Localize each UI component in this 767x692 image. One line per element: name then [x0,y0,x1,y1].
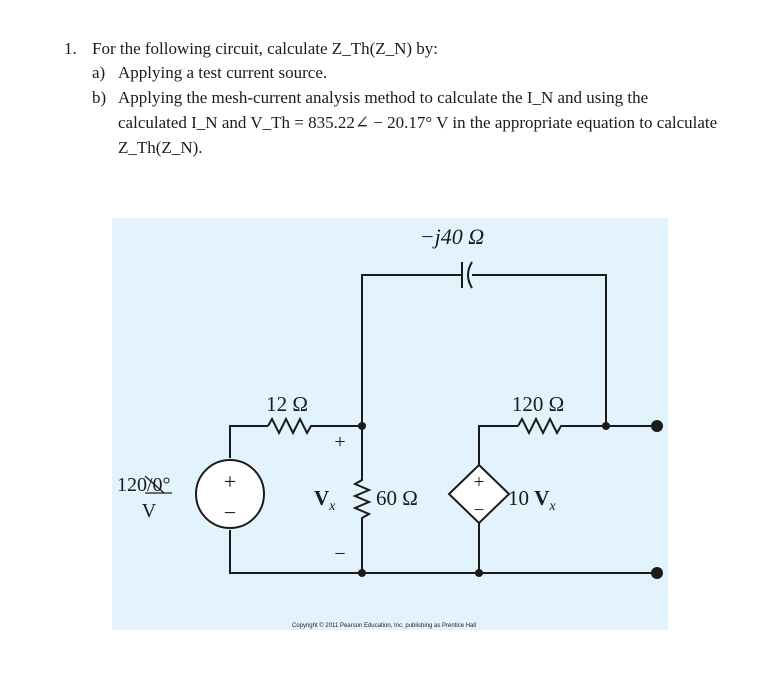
part-b-line-1: Applying the mesh-current analysis metho… [118,88,649,107]
vx-minus-sign: − [334,543,345,565]
source-minus-sign: − [224,500,236,525]
problem-number: 1. [64,39,77,58]
vx-label: Vx [314,486,336,514]
node-bottom-middle [358,569,366,577]
wire-left-top [229,425,268,458]
terminal-b [651,567,663,579]
source-plus-sign: + [224,469,236,494]
angle-mark [144,475,165,494]
r-out-label: 120 Ω [512,392,564,416]
terminal-a [651,420,663,432]
wire-bottom [229,530,657,574]
resistor-60-ohm [352,426,372,573]
resistor-12-ohm [267,416,362,436]
circuit-figure: + − + − + − −j40 Ω 12 Ω 120 Ω 60 Ω 120/0… [112,218,668,630]
vx-plus-sign: + [334,431,345,453]
dep-source-plus-sign: + [474,472,485,493]
wire-top-left [361,274,462,426]
copyright-text: Copyright © 2011 Pearson Education, Inc.… [292,622,476,629]
wire-dep-top [478,425,518,465]
part-b-line-3: Z_Th(Z_N). [118,138,203,157]
problem-statement: For the following circuit, calculate Z_T… [92,39,439,58]
node-top-middle [358,422,366,430]
r-mid-label: 60 Ω [376,486,418,510]
circuit-diagram: + − + − + − −j40 Ω 12 Ω 120 Ω 60 Ω 120/0… [117,224,663,629]
r1-label: 12 Ω [266,392,308,416]
part-b-label: b) [92,88,107,107]
dependent-source [447,463,511,525]
capacitor-symbol [461,261,483,289]
independent-source [195,459,265,529]
node-bottom-dep [475,569,483,577]
source-value-label: 120/0° [117,474,171,496]
dep-source-minus-sign: − [474,500,485,521]
part-a-text: Applying a test current source. [118,63,328,82]
part-b-line-2: calculated I_N and V_Th = 835.22∠ − 20.1… [118,113,718,132]
resistor-120-ohm [517,416,657,436]
part-a-label: a) [92,63,106,82]
source-unit-label: V [142,500,157,522]
wire-top-right [483,274,607,426]
node-top-right [602,422,610,430]
dep-source-label: 10 Vx [508,486,556,514]
capacitor-label: −j40 Ω [420,224,484,249]
